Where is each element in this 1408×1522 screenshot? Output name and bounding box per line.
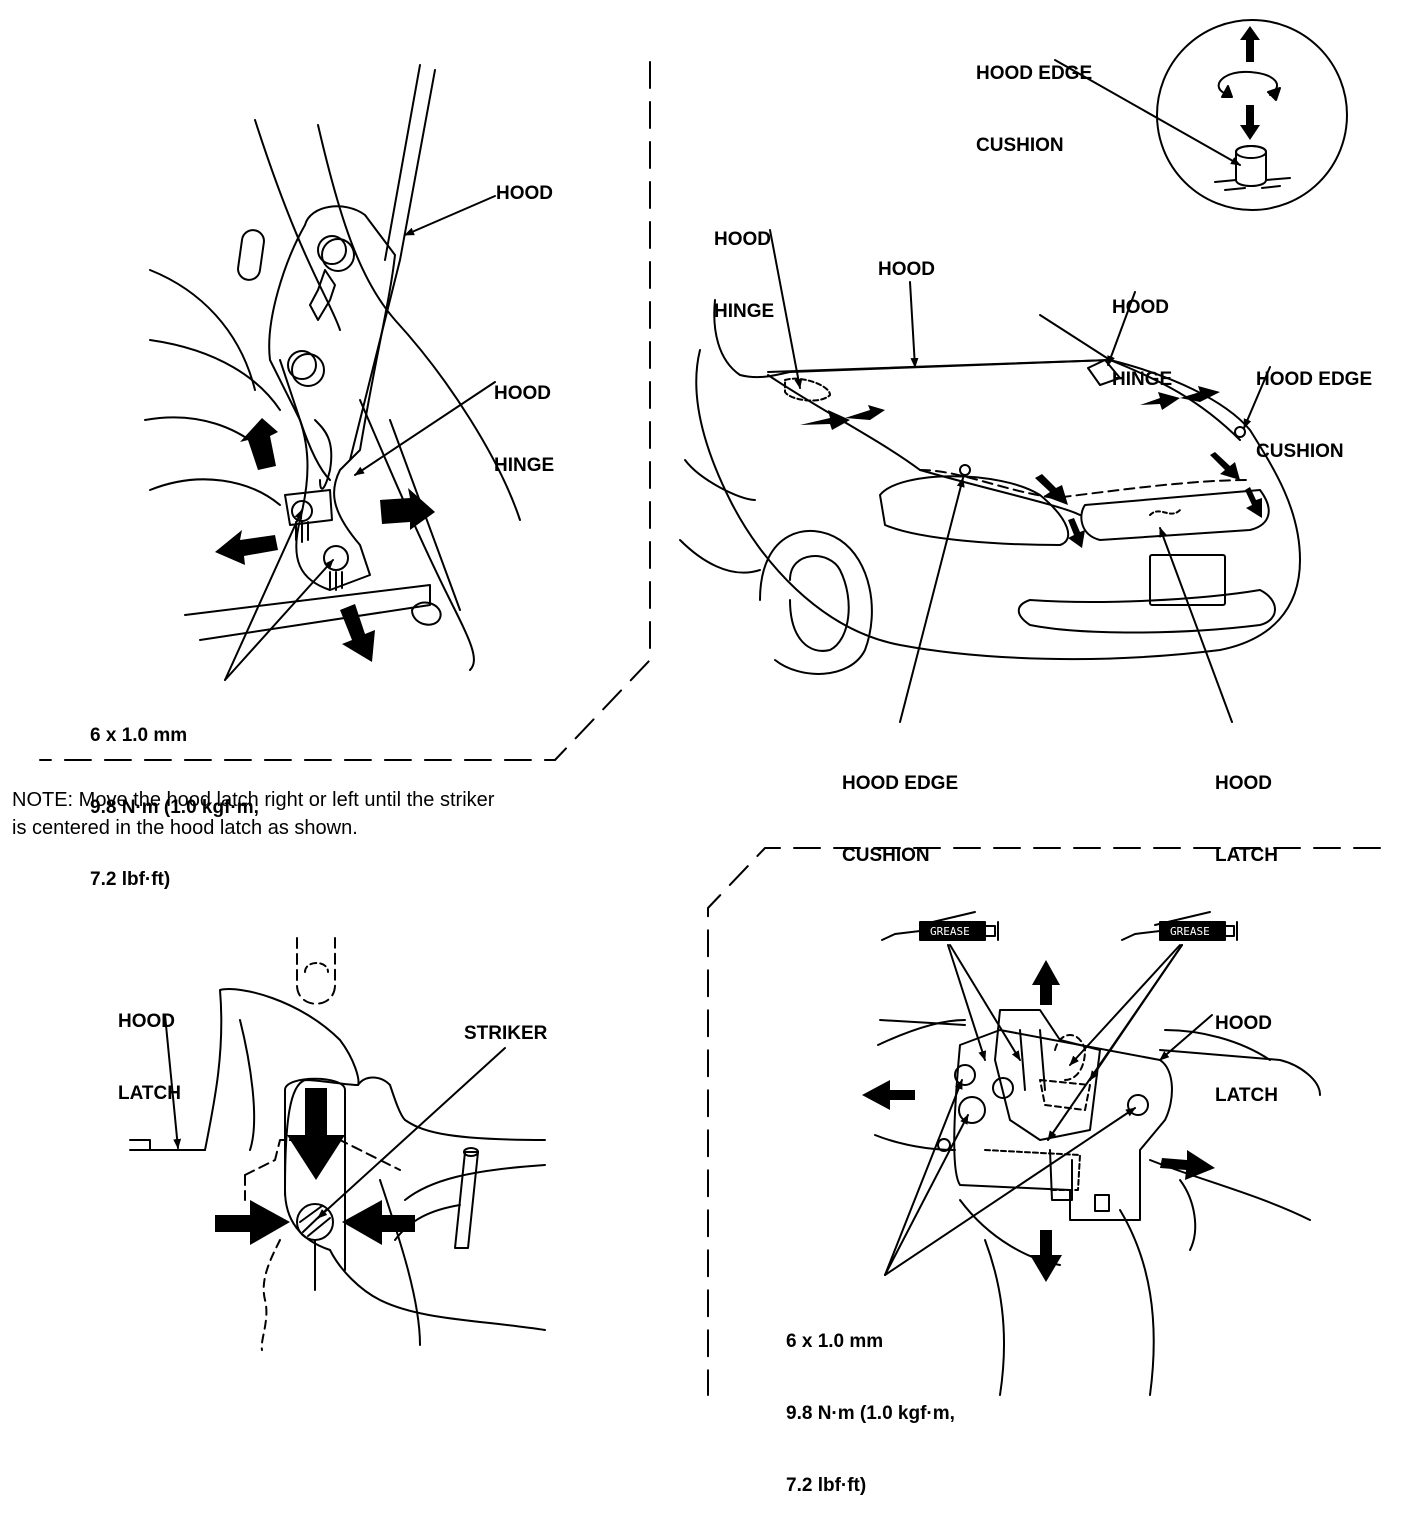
grease-tube-left	[881, 911, 999, 941]
cushion-arrow-up-icon	[1240, 26, 1260, 62]
striker-arrow-down-icon	[287, 1088, 345, 1180]
latch-arrows	[862, 960, 1215, 1282]
front-wheel	[759, 529, 873, 675]
grille	[1080, 489, 1270, 541]
striker-illustration	[129, 937, 546, 1351]
car-panel-latch-label: HOOD LATCH	[1215, 773, 1278, 866]
cushion-detail-circle	[1156, 19, 1348, 211]
striker-panel-latch-label: HOOD LATCH	[118, 1011, 181, 1104]
latch-illustration	[707, 847, 1381, 1396]
latch-arrow-down-icon	[1030, 1230, 1062, 1282]
arrow-up-icon	[240, 418, 278, 470]
hinge-bolt-middle	[291, 353, 325, 387]
car-panel-hinge-label-right: HOOD HINGE	[1112, 297, 1173, 390]
latch-bolt-left-lower	[958, 1096, 986, 1124]
latch-base-plate	[953, 1029, 1173, 1221]
car-panel-cushion-label-bottom: HOOD EDGE CUSHION	[842, 773, 959, 866]
latch-bolt-left-upper	[954, 1064, 976, 1086]
hinge-panel-border	[39, 61, 651, 761]
striker-arrow-left-icon	[342, 1200, 415, 1245]
cushion-arrow-down-icon	[1240, 105, 1260, 140]
cushion-detail	[1235, 145, 1267, 187]
arrow-down-icon	[340, 604, 375, 662]
grease-label-right: GREASE	[1170, 925, 1210, 938]
hinge-illustration	[39, 61, 651, 761]
car-panel-hood-label: HOOD	[878, 259, 935, 280]
car-panel-cushion-label-top: HOOD EDGE CUSHION	[976, 63, 1093, 156]
latch-panel-bolt-spec: 6 x 1.0 mm 9.8 N·m (1.0 kgf·m, 7.2 lbf·f…	[786, 1331, 955, 1496]
headlight	[879, 475, 1070, 546]
hinge-bolt-upper	[321, 238, 355, 272]
latch-arrow-left-icon	[862, 1080, 915, 1110]
note-text: NOTE: Move the hood latch right or left …	[12, 789, 495, 839]
striker-arrow-right-icon	[215, 1200, 290, 1245]
latch-panel-border	[707, 847, 1381, 1396]
car-illustration	[679, 19, 1348, 723]
arrow-right-icon	[380, 488, 435, 530]
hinge-panel-hood-hinge-label: HOOD HINGE	[494, 383, 555, 476]
hinge-plate	[268, 205, 396, 591]
hinge-panel-bolt-spec: 6 x 1.0 mm 9.8 N·m (1.0 kgf·m, 7.2 lbf·f…	[90, 725, 259, 890]
grease-tube-right	[1121, 911, 1238, 941]
car-body	[695, 299, 1301, 661]
striker-panel-striker-label: STRIKER	[464, 1023, 548, 1044]
hood-adjust-arrows	[800, 386, 1262, 548]
latch-bolt-right	[1127, 1094, 1149, 1116]
striker-arrows	[215, 1088, 415, 1245]
car-panel-cushion-label-right: HOOD EDGE CUSHION	[1256, 369, 1373, 462]
hinge-adjust-arrows	[215, 418, 435, 662]
hinge-bolt-lower-right	[323, 545, 349, 571]
latch-arrow-up-icon	[1032, 960, 1060, 1005]
latch-panel-latch-label: HOOD LATCH	[1215, 1013, 1278, 1106]
latch-arrow-right-icon	[1160, 1150, 1215, 1180]
hood-outline	[767, 359, 1241, 441]
grease-label-left: GREASE	[930, 925, 970, 938]
hood-adjustment-diagram: GREASE GREASE	[39, 19, 1381, 1396]
arrow-left-icon	[215, 530, 278, 565]
hinge-panel-hood-label: HOOD	[496, 183, 553, 204]
car-panel-hinge-label-left: HOOD HINGE	[714, 229, 775, 322]
